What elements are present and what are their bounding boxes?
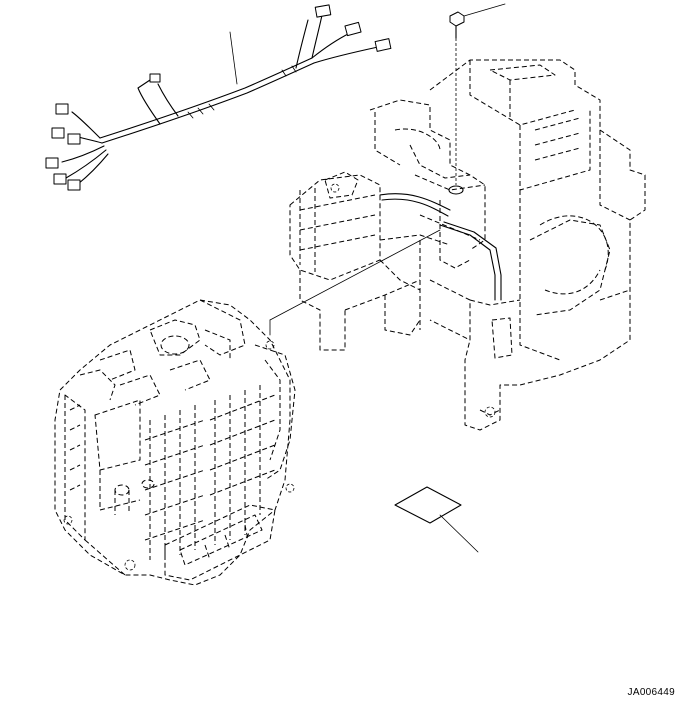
harness-connector — [55, 103, 69, 115]
leader-line-label — [439, 514, 479, 553]
leader-line-harness — [229, 31, 238, 85]
harness-connector — [45, 157, 59, 169]
harness-connector — [67, 133, 81, 145]
leader-line-housing — [269, 229, 441, 321]
harness-connector — [67, 179, 81, 191]
leader-line-bolt — [463, 3, 506, 17]
label-sheet — [394, 486, 462, 524]
harness-connector — [51, 127, 65, 139]
heater-core-unit — [54, 299, 296, 586]
mounting-bolt — [449, 11, 465, 185]
wiring-harness — [45, 4, 392, 191]
harness-connector — [53, 173, 67, 185]
harness-connector — [344, 21, 362, 37]
harness-connector — [314, 4, 332, 18]
harness-connector — [149, 73, 161, 83]
harness-connector — [374, 38, 392, 52]
drawing-reference-code: JA006449 — [627, 687, 675, 698]
air-conditioner-unit-housing — [289, 59, 646, 431]
